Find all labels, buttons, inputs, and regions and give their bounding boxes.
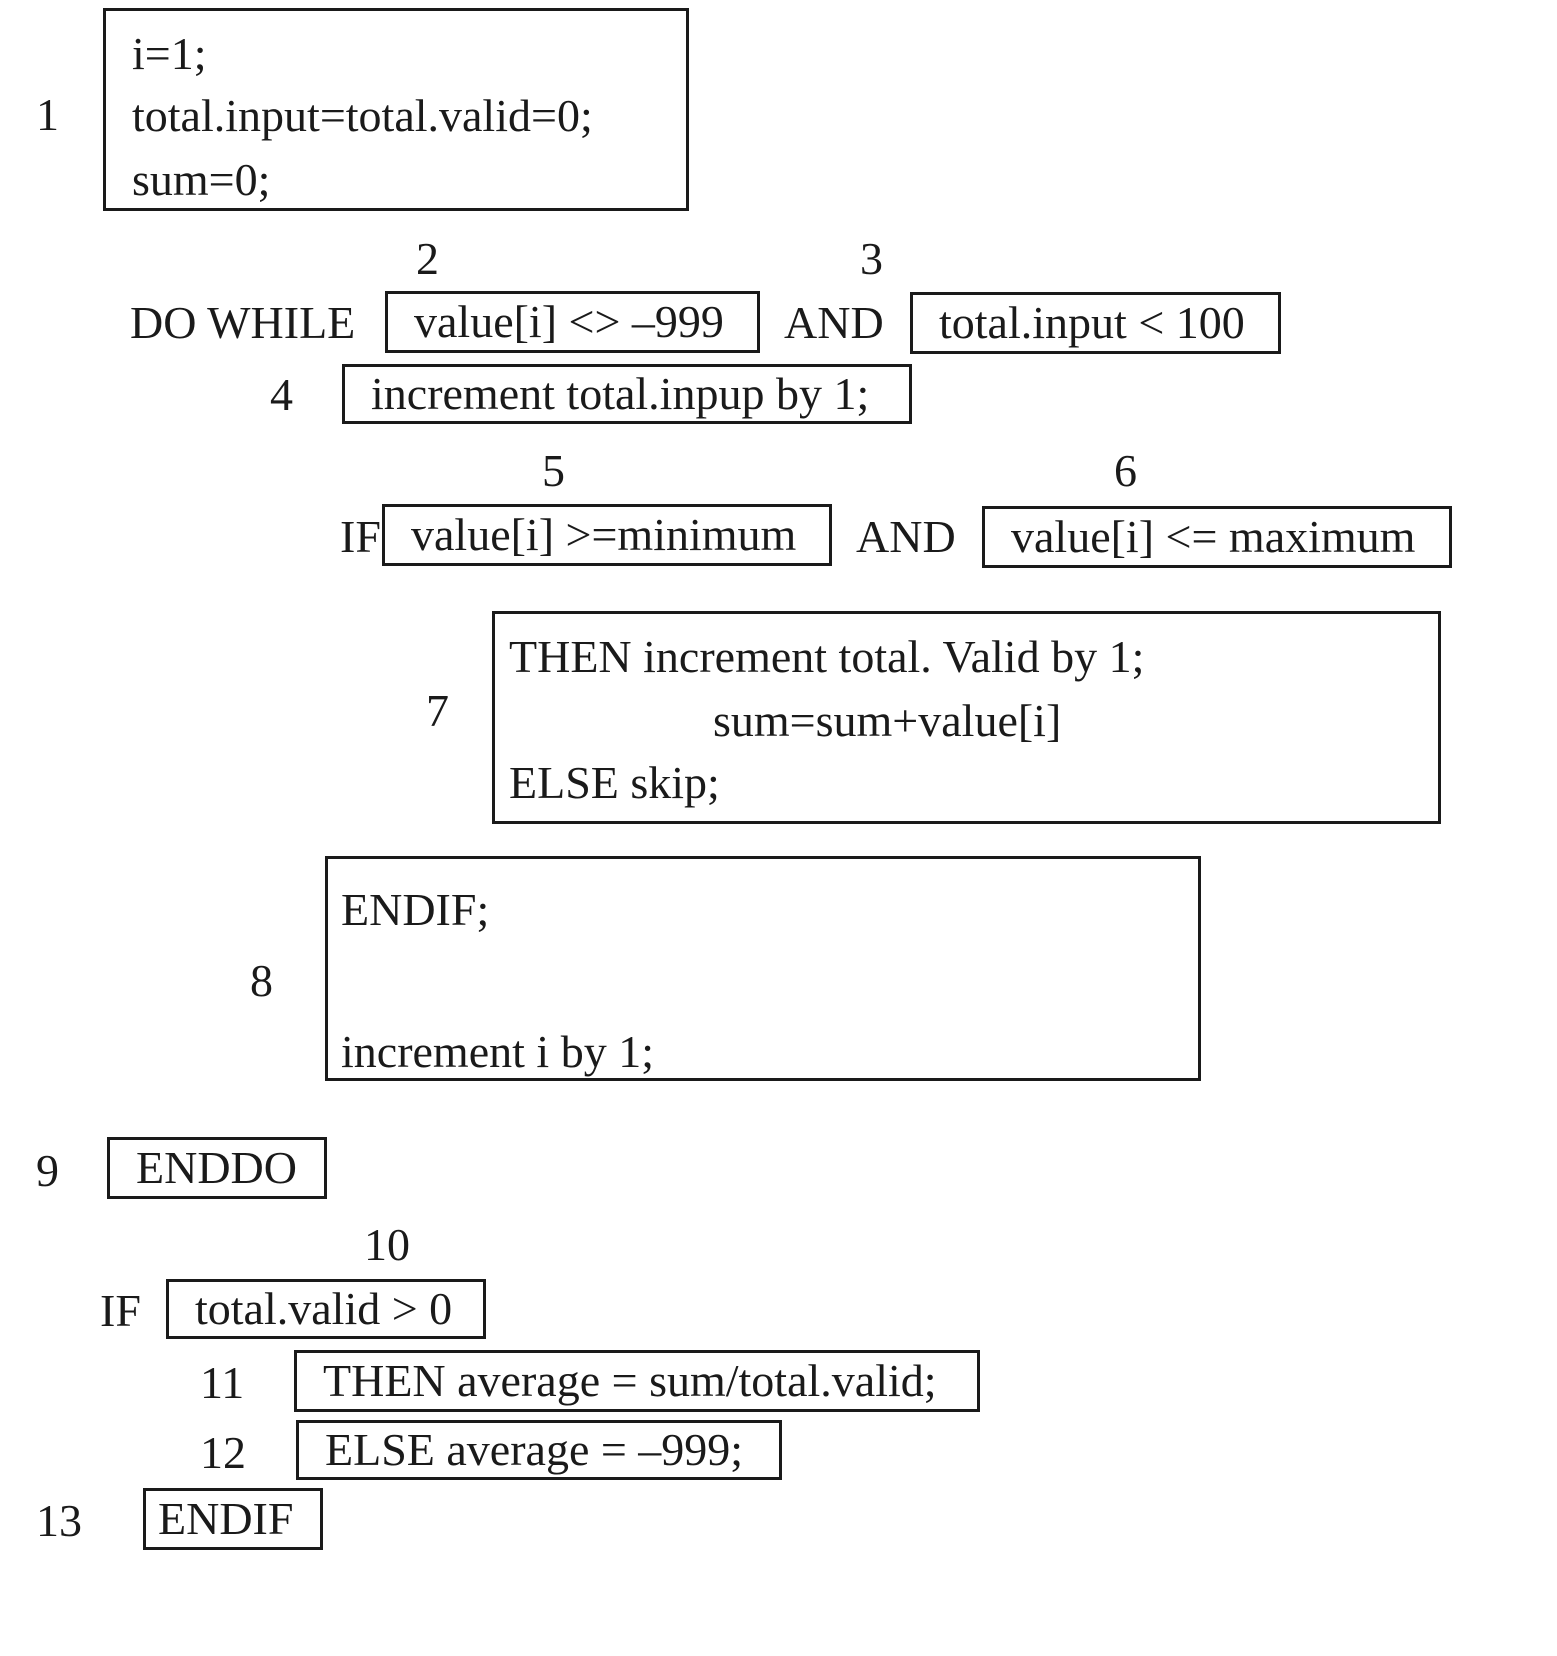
node-1-line-1: i=1; bbox=[132, 28, 207, 79]
node-1-line-2: total.input=total.valid=0; bbox=[132, 90, 593, 141]
node-number-1: 1 bbox=[36, 89, 59, 140]
keyword-and-2: AND bbox=[856, 511, 956, 562]
keyword-if-2: IF bbox=[100, 1285, 141, 1336]
node-10-box: total.valid > 0 bbox=[166, 1279, 486, 1339]
node-3-text: total.input < 100 bbox=[939, 297, 1245, 348]
node-10-text: total.valid > 0 bbox=[195, 1283, 453, 1334]
node-number-6: 6 bbox=[1114, 445, 1137, 496]
node-8-line-increment: increment i by 1; bbox=[341, 1026, 654, 1077]
node-12-text: ELSE average = –999; bbox=[325, 1424, 744, 1475]
node-9-text: ENDDO bbox=[136, 1142, 297, 1193]
node-6-text: value[i] <= maximum bbox=[1011, 511, 1416, 562]
node-4-box: increment total.inpup by 1; bbox=[342, 364, 912, 424]
node-2-text: value[i] <> –999 bbox=[414, 296, 724, 347]
keyword-if-1: IF bbox=[340, 511, 381, 562]
node-4-text: increment total.inpup by 1; bbox=[371, 368, 870, 419]
keyword-and-1: AND bbox=[784, 297, 884, 348]
node-number-4: 4 bbox=[270, 369, 293, 420]
node-1-box: i=1; total.input=total.valid=0; sum=0; bbox=[103, 8, 689, 211]
node-number-2: 2 bbox=[416, 233, 439, 284]
node-number-12: 12 bbox=[200, 1427, 246, 1478]
node-7-line-else: ELSE skip; bbox=[509, 757, 720, 808]
node-7-line-then: THEN increment total. Valid by 1; bbox=[509, 631, 1145, 682]
node-number-11: 11 bbox=[200, 1357, 245, 1408]
node-8-line-endif: ENDIF; bbox=[341, 884, 490, 935]
node-11-box: THEN average = sum/total.valid; bbox=[294, 1350, 980, 1412]
node-number-13: 13 bbox=[36, 1495, 82, 1546]
node-number-9: 9 bbox=[36, 1145, 59, 1196]
node-8-box: ENDIF; increment i by 1; bbox=[325, 856, 1201, 1081]
node-7-box: THEN increment total. Valid by 1; sum=su… bbox=[492, 611, 1441, 824]
node-number-8: 8 bbox=[250, 955, 273, 1006]
node-11-text: THEN average = sum/total.valid; bbox=[323, 1355, 937, 1406]
node-number-7: 7 bbox=[426, 685, 449, 736]
node-13-text: ENDIF bbox=[158, 1493, 294, 1544]
node-7-line-sum: sum=sum+value[i] bbox=[713, 695, 1062, 746]
node-12-box: ELSE average = –999; bbox=[296, 1420, 782, 1480]
node-9-box: ENDDO bbox=[107, 1137, 327, 1199]
keyword-do-while: DO WHILE bbox=[130, 297, 356, 348]
node-3-box: total.input < 100 bbox=[910, 292, 1281, 354]
node-1-line-3: sum=0; bbox=[132, 154, 271, 205]
node-number-5: 5 bbox=[542, 445, 565, 496]
node-5-box: value[i] >=minimum bbox=[382, 504, 832, 566]
node-2-box: value[i] <> –999 bbox=[385, 291, 760, 353]
node-5-text: value[i] >=minimum bbox=[411, 509, 797, 560]
node-13-box: ENDIF bbox=[143, 1488, 323, 1550]
node-6-box: value[i] <= maximum bbox=[982, 506, 1452, 568]
node-number-3: 3 bbox=[860, 233, 883, 284]
node-number-10: 10 bbox=[364, 1219, 410, 1270]
